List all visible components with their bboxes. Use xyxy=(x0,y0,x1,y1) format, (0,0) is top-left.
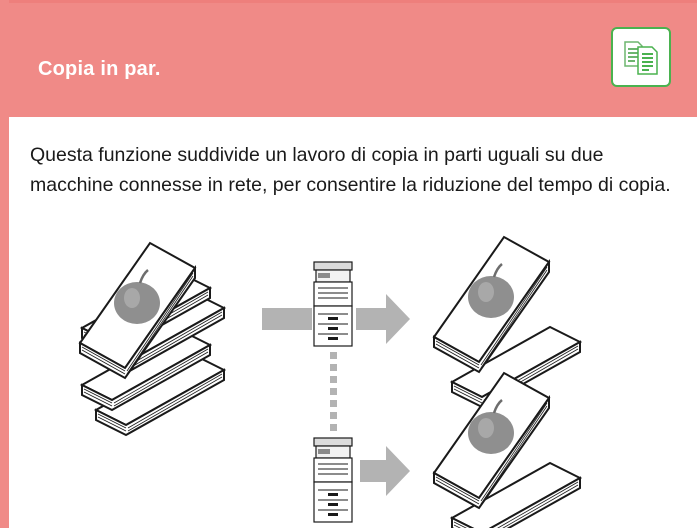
header-top-band xyxy=(9,0,697,3)
arrow-right-icon xyxy=(262,308,312,330)
copied-output-stacks xyxy=(432,371,581,528)
page-title: Copia in par. xyxy=(38,58,161,80)
original-document-stacks xyxy=(78,241,225,436)
copier-machine-bottom xyxy=(313,437,353,523)
copier-machine-top xyxy=(313,261,353,347)
arrow-right-icon xyxy=(360,446,410,496)
arrow-right-icon xyxy=(356,294,410,344)
description-text: Questa funzione suddivide un lavoro di c… xyxy=(30,144,671,196)
page-header: Copia in par. xyxy=(0,0,697,117)
left-accent-stripe xyxy=(0,0,9,528)
parallel-copy-icon xyxy=(611,27,671,87)
network-connection-dotted-line xyxy=(330,352,337,431)
